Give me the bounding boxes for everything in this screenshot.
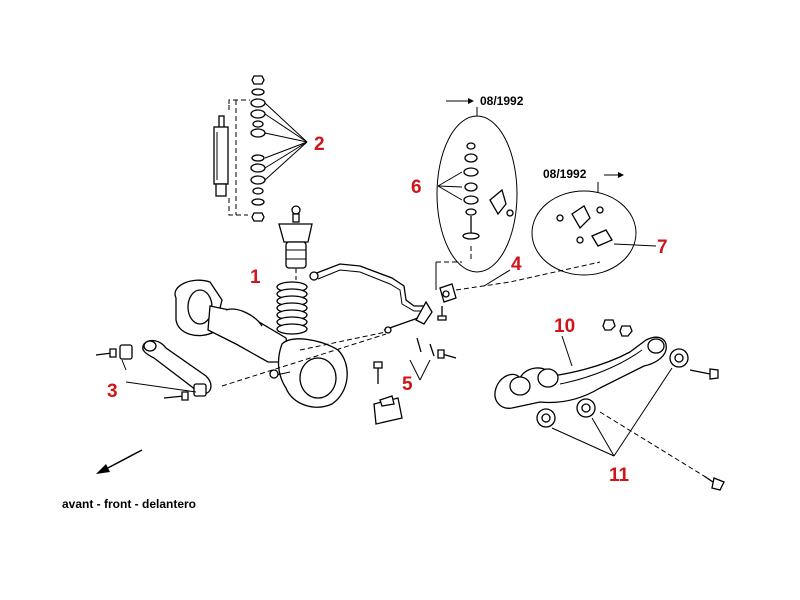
trailing-link <box>95 339 212 401</box>
variant-before-date: 08/1992 <box>480 94 524 108</box>
coil-spring <box>276 281 308 335</box>
stabilizer-bar <box>221 263 433 387</box>
callout-6: 6 <box>411 177 422 198</box>
variant-after-group <box>531 172 657 276</box>
bump-stop <box>278 205 313 280</box>
callout-3: 3 <box>107 381 118 402</box>
shock-bushing-stack <box>250 75 308 222</box>
callout-7: 7 <box>657 237 668 258</box>
control-arm-bushings <box>536 348 725 491</box>
variant-before-group <box>436 98 518 273</box>
shock-absorber <box>213 99 250 216</box>
callout-1: 1 <box>250 267 261 288</box>
callout-2: 2 <box>314 134 325 155</box>
front-direction-caption: avant - front - delantero <box>62 497 197 511</box>
variant-after-date: 08/1992 <box>543 167 587 181</box>
callout-5: 5 <box>402 374 413 395</box>
stabilizer-link <box>435 261 601 321</box>
callout-4: 4 <box>511 254 522 275</box>
control-arm <box>494 319 667 409</box>
callout-11: 11 <box>609 465 630 486</box>
front-direction-arrow <box>96 449 143 474</box>
callout-10: 10 <box>554 316 575 337</box>
bracket-and-bolts <box>373 337 457 425</box>
rear-axle-housing <box>174 279 348 408</box>
